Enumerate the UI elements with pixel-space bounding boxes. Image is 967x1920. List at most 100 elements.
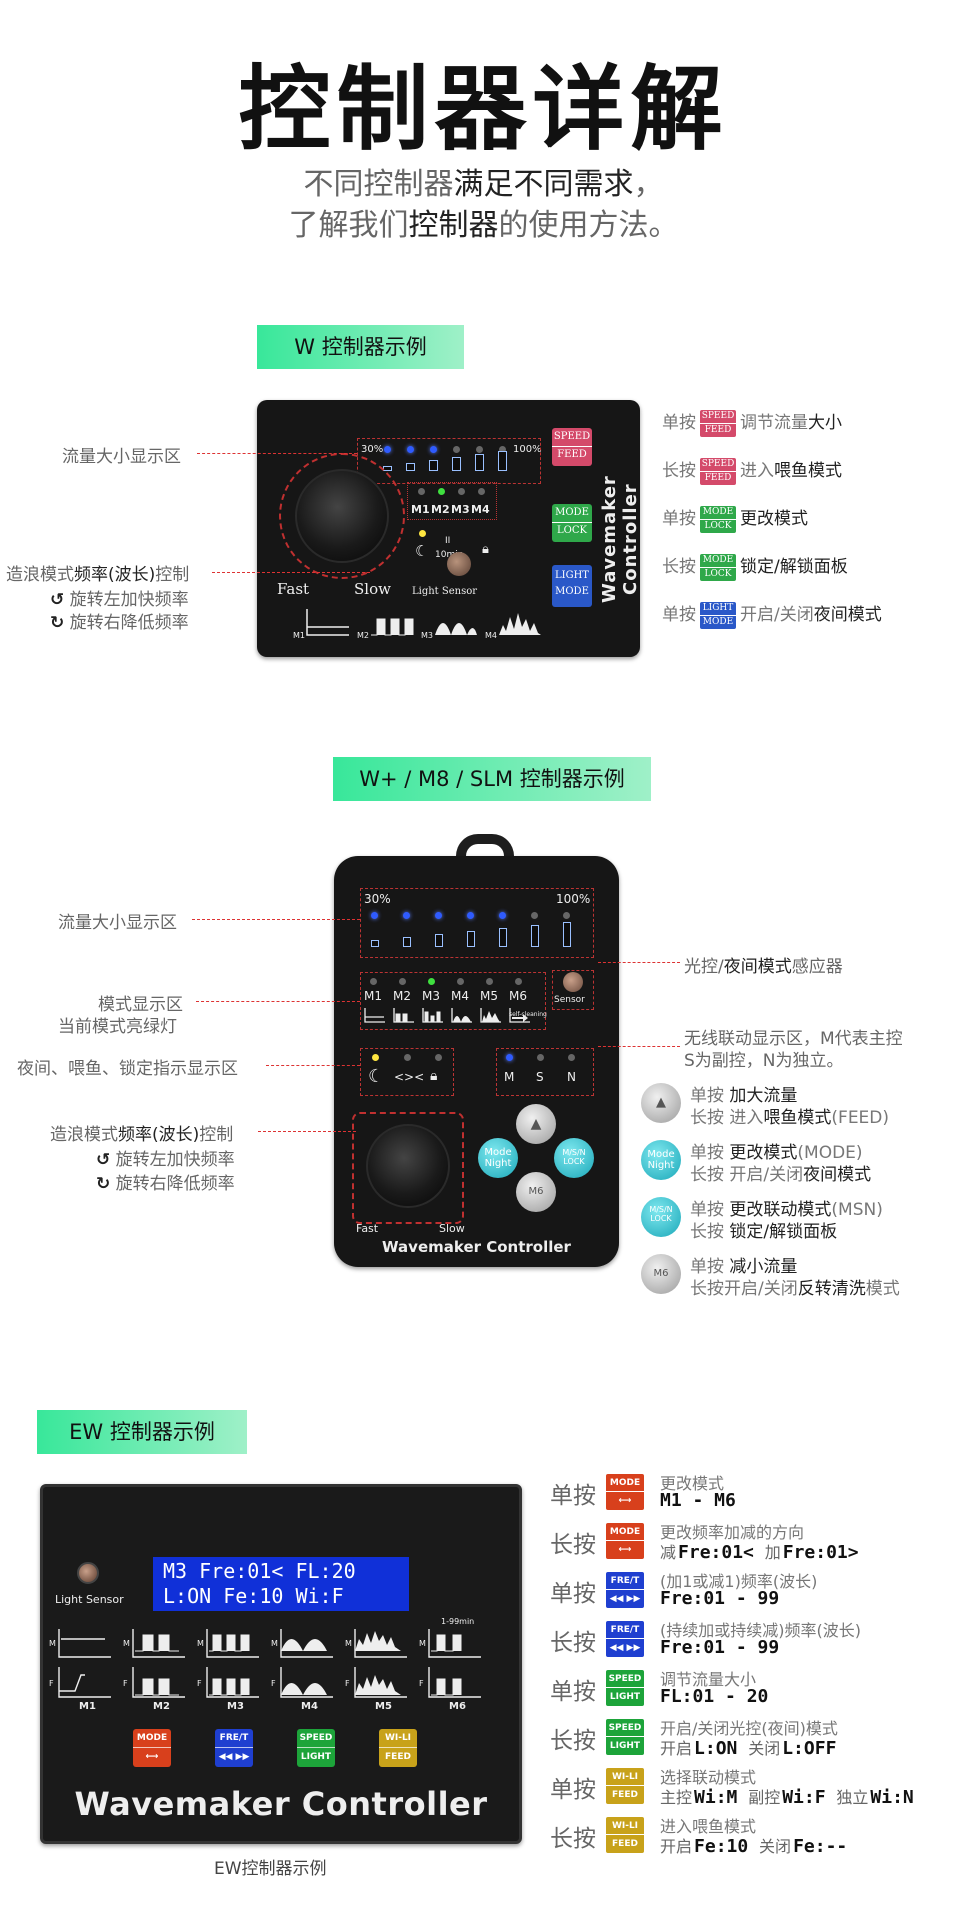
moon-icon: ☾ — [368, 1066, 385, 1087]
button-label-top: WI-LI — [379, 1729, 417, 1748]
lcd-line-2: L:ON Fe:10 Wi:F — [163, 1584, 344, 1608]
mode-lock-button[interactable]: MODE LOCK — [552, 504, 592, 542]
frequency-dial[interactable] — [295, 469, 389, 563]
legend-button-top: SPEED — [606, 1670, 644, 1688]
ew-wave-icon-m3 — [206, 1629, 259, 1698]
wave-label: M2 — [153, 1701, 170, 1712]
legend-code-value: L:OFF — [782, 1738, 837, 1759]
msn-lock-button[interactable]: M/S/N LOCK — [554, 1138, 594, 1178]
button-label-bottom: ⟷ — [145, 1752, 159, 1762]
moon-icon: ☾ — [415, 542, 429, 560]
indicator-box — [360, 1048, 454, 1096]
callout-leader — [197, 453, 357, 454]
legend-description: 调节流量大小 — [660, 1670, 757, 1689]
mode-display-box — [407, 482, 497, 520]
ew-mode-button[interactable]: MODE⟷ — [133, 1729, 171, 1767]
callout-indicator: 夜间、喂鱼、锁定指示显示区 — [17, 1059, 238, 1079]
frequency-dial[interactable] — [366, 1124, 450, 1208]
msn-label: S — [536, 1070, 544, 1084]
wave-icon-m3 — [435, 623, 477, 635]
vertical-brand-text: Wavemaker Controller — [599, 475, 641, 603]
night-led — [419, 530, 426, 537]
pause-icon: II — [445, 536, 451, 546]
legend-text: 调节流量 — [740, 413, 808, 433]
button-label-bottom: LIGHT — [300, 1752, 332, 1762]
callout-wireless-1: 无线联动显示区，M代表主控 — [684, 1029, 903, 1049]
button-label-top: M/S/N — [562, 1148, 586, 1157]
wave-label: M1 — [293, 631, 305, 640]
legend-line-1: 单按 更改联动模式(MSN) — [690, 1195, 883, 1220]
section-label-w: W 控制器示例 — [257, 325, 464, 369]
subtitle-text: ， — [633, 167, 664, 202]
m6-down-button[interactable]: M6 — [516, 1172, 556, 1212]
mode-led — [457, 978, 464, 985]
mode-night-button[interactable]: Mode Night — [478, 1138, 518, 1178]
light-mode-button[interactable]: LIGHT MODE — [552, 565, 592, 607]
wireless-led — [506, 1054, 513, 1061]
mode-label: M6 — [509, 989, 527, 1003]
legend-line-1: 单按 更改模式(MODE) — [690, 1138, 863, 1163]
callout-text: 旋转左加快频率 — [69, 590, 189, 610]
callout-frequency: 造浪模式频率(波长)控制 — [50, 1120, 233, 1145]
button-label-top: SPEED — [297, 1729, 335, 1748]
flow-led — [407, 446, 414, 453]
lock-icon: 🔒︎ — [482, 542, 489, 557]
rotate-left-icon: ↺ — [96, 1150, 111, 1170]
ew-wave-icon-m4 — [280, 1629, 333, 1698]
subtitle-text: 不同控制器 — [303, 167, 454, 202]
callout-text: 旋转右降低频率 — [69, 613, 189, 633]
self-cleaning-label: self-cleaning — [509, 1011, 547, 1018]
mode-led — [418, 488, 425, 495]
speed-feed-button[interactable]: SPEED FEED — [552, 428, 592, 466]
legend-button-icon: MODE⟷ — [606, 1474, 644, 1510]
axis-m-label: M — [197, 1639, 204, 1648]
callout-leader — [212, 572, 370, 573]
subtitle-line-1: 不同控制器满足不同需求， — [0, 165, 967, 205]
mode-label: M2 — [393, 989, 411, 1003]
legend-text-emphasis: 反转清洗 — [797, 1279, 866, 1299]
legend-button-top: FRE/T — [606, 1621, 644, 1639]
mode-label: M4 — [471, 503, 490, 516]
legend-action: 单按 — [550, 1483, 596, 1509]
callout-text: 旋转左加快频率 — [115, 1150, 235, 1170]
rotate-left-icon: ↺ — [50, 590, 65, 610]
axis-f-label: F — [197, 1679, 202, 1688]
legend-text: 长按开启/关闭 — [690, 1279, 798, 1299]
legend-action: 单按 — [662, 413, 696, 433]
up-feed-button[interactable]: ▲ — [516, 1104, 556, 1144]
lcd-line-1: M3 Fre:01< FL:20 — [163, 1559, 356, 1583]
wave-label: M5 — [375, 1701, 392, 1712]
light-sensor — [77, 1562, 99, 1584]
legend-action: 长按 — [550, 1728, 596, 1754]
legend-text: 长按 进入 — [690, 1108, 764, 1128]
legend-action: 单按 — [662, 509, 696, 529]
wireless-led — [568, 1054, 575, 1061]
feed-led — [404, 1054, 411, 1061]
flow-display-box — [360, 888, 594, 958]
flow-led — [371, 912, 378, 919]
mode-led — [399, 978, 406, 985]
legend-action: 单按 — [550, 1777, 596, 1803]
mode-wave-icon — [393, 1008, 414, 1023]
legend-action: 单按 — [550, 1679, 596, 1705]
ew-speed-button[interactable]: SPEED LIGHT — [297, 1729, 335, 1767]
ew-fret-button[interactable]: FRE/T◀◀ ▶▶ — [215, 1729, 253, 1767]
sensor-label: Sensor — [554, 995, 585, 1005]
legend-button-top: WI-LI — [606, 1817, 644, 1835]
legend-button-bottom: FEED — [612, 1790, 638, 1800]
legend-text: 长按 开启/关闭 — [690, 1165, 804, 1185]
legend-code-label: 开启 — [660, 1837, 693, 1856]
mode-label: M1 — [364, 989, 382, 1003]
light-sensor-label: Light Sensor — [55, 1593, 124, 1606]
legend-button-bottom: LOCK — [704, 520, 732, 531]
legend-line-2: 长按开启/关闭反转清洗模式 — [690, 1274, 900, 1299]
light-sensor — [447, 552, 471, 576]
flow-led — [531, 912, 538, 919]
legend-description: 更改频率加减的方向 — [660, 1523, 805, 1542]
button-label-top: FRE/T — [215, 1729, 253, 1748]
mode-display-box — [360, 972, 546, 1030]
